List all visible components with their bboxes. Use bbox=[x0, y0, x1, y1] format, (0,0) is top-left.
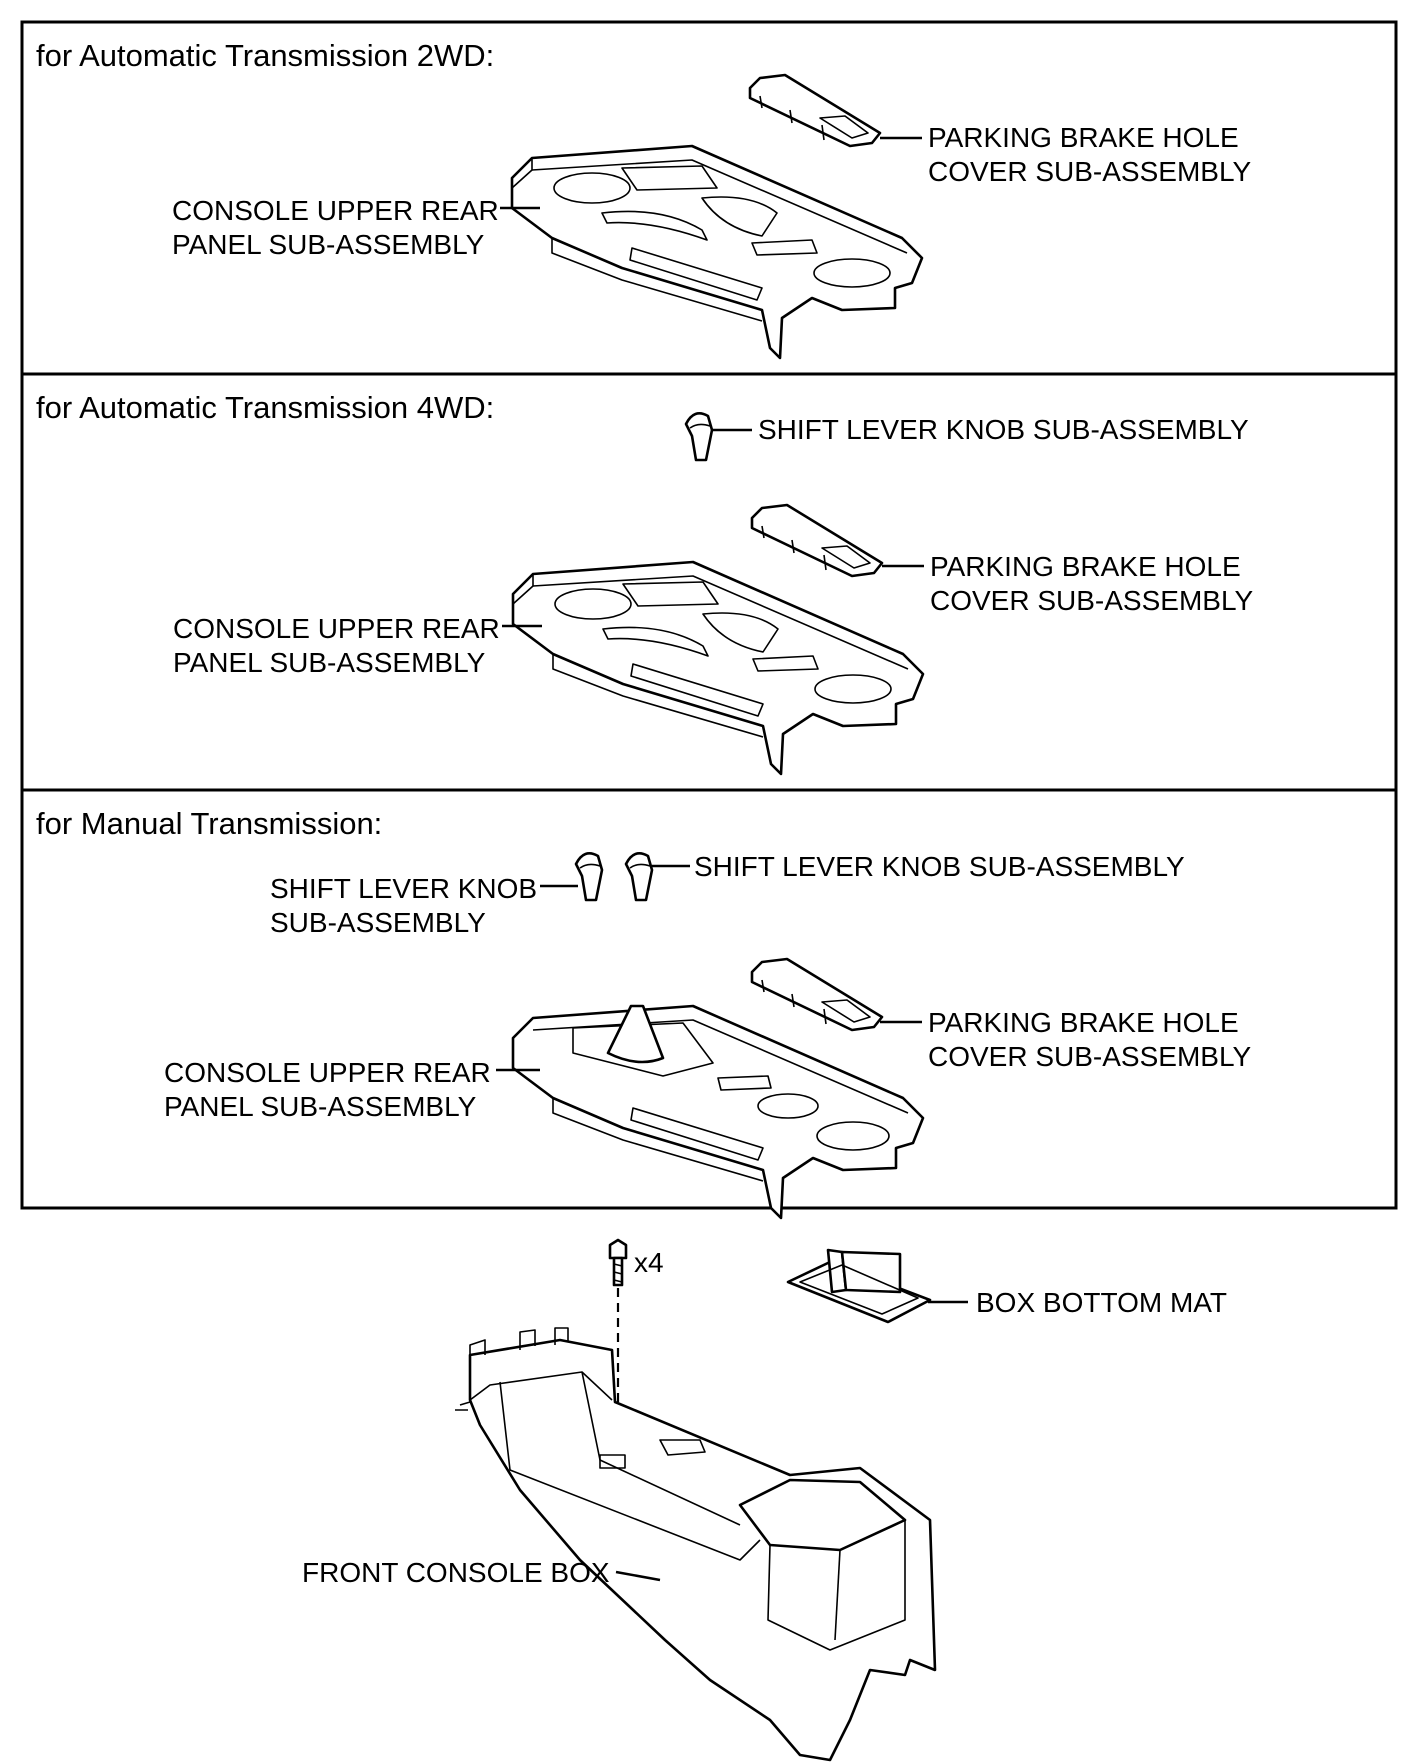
console-label: CONSOLE UPPER REAR PANEL SUB-ASSEMBLY bbox=[173, 613, 508, 678]
section-header: for Automatic Transmission 4WD: bbox=[36, 390, 494, 425]
bolt bbox=[608, 1238, 628, 1287]
parking-brake-hole-cover bbox=[748, 73, 882, 148]
section-manual: for Manual Transmission: SHIFT LEVER KNO… bbox=[36, 806, 1251, 1220]
shift-knob-label: SHIFT LEVER KNOB SUB-ASSEMBLY bbox=[758, 414, 1249, 445]
shift-knob-left-label: SHIFT LEVER KNOB SUB-ASSEMBLY bbox=[270, 873, 545, 938]
front-console-box bbox=[455, 1327, 937, 1762]
section-header: for Automatic Transmission 2WD: bbox=[36, 38, 494, 73]
console-upper-rear-panel bbox=[510, 144, 924, 360]
shift-lever-knob-left bbox=[574, 852, 604, 902]
shift-lever-knob bbox=[684, 412, 714, 462]
box-bottom-mat-label: BOX BOTTOM MAT bbox=[976, 1287, 1227, 1318]
leader-line bbox=[615, 1570, 661, 1582]
section-header: for Manual Transmission: bbox=[36, 806, 382, 841]
parking-brake-hole-cover bbox=[750, 503, 884, 578]
sections-frame bbox=[20, 20, 1398, 1210]
section-at-4wd: for Automatic Transmission 4WD: SHIFT LE… bbox=[36, 390, 1253, 776]
parking-brake-label: PARKING BRAKE HOLE COVER SUB-ASSEMBLY bbox=[928, 122, 1251, 187]
bottom-assembly: x4 BOX BOTTOM MAT FRONT CONSOLE BOX bbox=[302, 1238, 1227, 1762]
console-upper-rear-panel bbox=[511, 1004, 925, 1220]
parking-brake-label: PARKING BRAKE HOLE COVER SUB-ASSEMBLY bbox=[928, 1007, 1251, 1072]
console-label: CONSOLE UPPER REAR PANEL SUB-ASSEMBLY bbox=[164, 1057, 499, 1122]
section-at-2wd: for Automatic Transmission 2WD: PARKING … bbox=[36, 38, 1251, 360]
parking-brake-label: PARKING BRAKE HOLE COVER SUB-ASSEMBLY bbox=[930, 551, 1253, 616]
front-console-box-label: FRONT CONSOLE BOX bbox=[302, 1557, 610, 1588]
box-bottom-mat bbox=[786, 1248, 932, 1324]
shift-knob-right-label: SHIFT LEVER KNOB SUB-ASSEMBLY bbox=[694, 851, 1185, 882]
console-upper-rear-panel bbox=[511, 560, 925, 776]
shift-lever-knob-right bbox=[624, 852, 654, 902]
console-label: CONSOLE UPPER REAR PANEL SUB-ASSEMBLY bbox=[172, 195, 507, 260]
bolt-quantity: x4 bbox=[634, 1247, 664, 1278]
parking-brake-hole-cover bbox=[750, 957, 884, 1032]
